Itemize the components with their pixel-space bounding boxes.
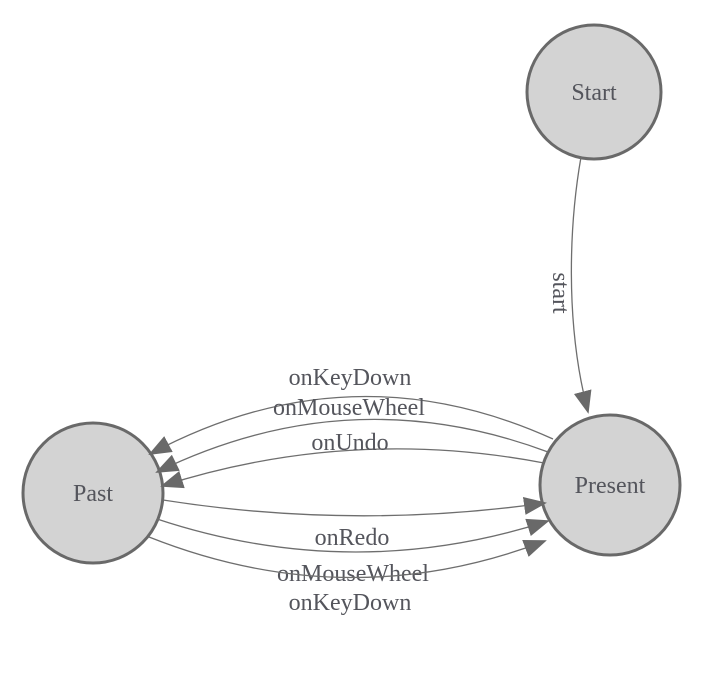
edge-past-to-present-onredo [162, 497, 547, 517]
edge-present-to-past-onmousewheel [155, 418, 549, 473]
edges: start onKeyDown onMouseWheel onUndo onRe… [148, 156, 592, 616]
node-past-label: Past [73, 481, 113, 507]
edge-label-onkeydown-top: onKeyDown [289, 365, 412, 391]
edge-present-to-past-onkeydown [148, 395, 554, 455]
edge-label-onmousewheel-top: onMouseWheel [273, 395, 425, 421]
edge-label-onundo: onUndo [311, 430, 388, 456]
edge-past-to-present-onmousewheel [156, 518, 550, 553]
node-start-circle[interactable] [525, 23, 663, 161]
edge-past-to-present-onkeydown [148, 536, 547, 579]
node-past-circle[interactable] [21, 421, 165, 565]
node-present[interactable]: Present [538, 413, 682, 557]
node-start[interactable]: Start [525, 23, 663, 161]
edge-start-to-present [570, 156, 592, 414]
node-past[interactable]: Past [21, 421, 165, 565]
node-start-label: Start [571, 80, 617, 106]
edge-label-onkeydown-bottom: onKeyDown [289, 590, 412, 616]
edge-present-to-past-onundo [160, 448, 545, 489]
edge-label-onredo: onRedo [315, 525, 390, 551]
node-present-circle[interactable] [538, 413, 682, 557]
edge-label-start: start [547, 272, 573, 314]
node-present-label: Present [575, 473, 646, 499]
edge-label-onmousewheel-bottom: onMouseWheel [277, 561, 429, 587]
